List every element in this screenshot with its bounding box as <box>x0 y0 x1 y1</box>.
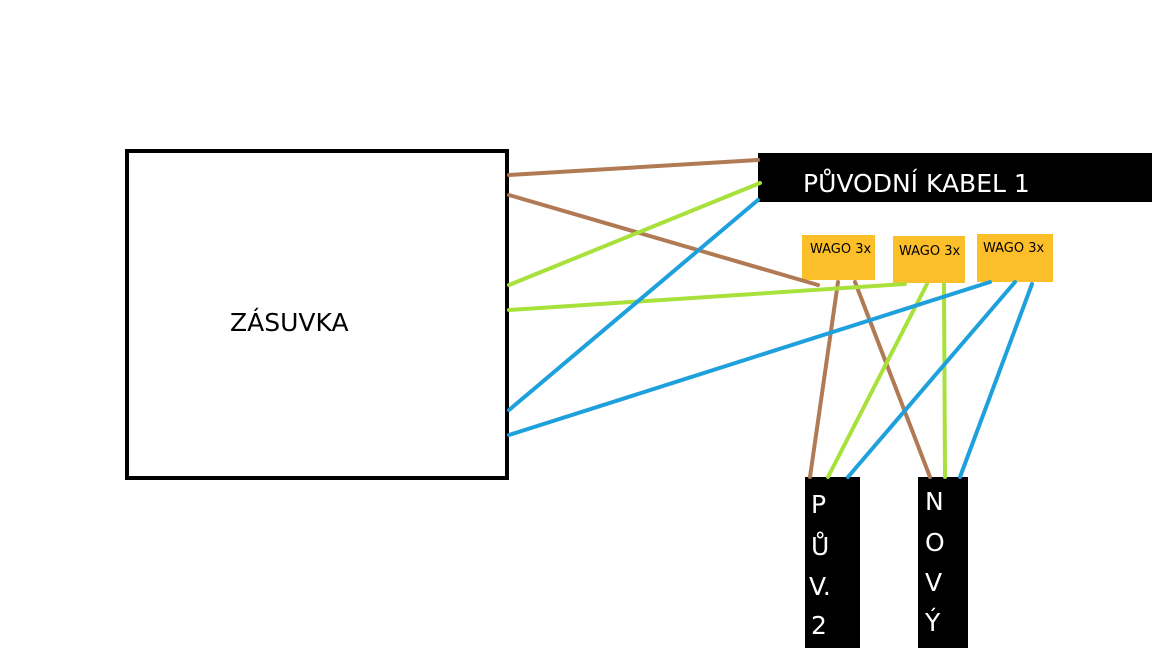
original-cable-2-char-4: 2 <box>811 611 827 640</box>
original-cable-1-label: PŮVODNÍ KABEL 1 <box>803 168 1030 198</box>
wire-brown-wago-1-to-original-2 <box>808 280 840 479</box>
new-cable-char-3: V <box>925 568 942 597</box>
original-cable-2-char-3: V. <box>809 572 831 601</box>
wire-green-socket-to-original-1 <box>507 181 762 287</box>
wire-blue-socket-to-original-1 <box>507 198 760 412</box>
original-cable-2-bar <box>805 477 860 648</box>
wago-connector-2 <box>893 236 965 283</box>
new-cable-bar <box>918 477 968 648</box>
wire-brown-wago-1-to-new <box>853 280 932 479</box>
original-cable-2-char-2: Ů <box>811 531 829 561</box>
original-cable-1-bar <box>758 153 1152 202</box>
wago-connector-3 <box>977 234 1053 282</box>
wago-connector-2-label: WAGO 3x <box>899 244 961 259</box>
wire-green-socket-to-wago-2 <box>507 282 907 312</box>
socket-box <box>125 149 509 480</box>
socket-label: ZÁSUVKA <box>230 308 349 337</box>
new-cable-char-2: O <box>925 528 945 557</box>
original-cable-2-char-1: P <box>811 490 826 519</box>
wire-blue-wago-3-to-original-2 <box>846 280 1017 479</box>
wires <box>507 158 1034 479</box>
wire-green-wago-2-to-new <box>942 282 947 479</box>
wire-green-wago-2-to-original-2 <box>826 282 929 479</box>
wire-blue-socket-to-wago-3 <box>507 280 992 437</box>
wago-connector-1 <box>802 235 875 280</box>
wago-connector-1-label: WAGO 3x <box>810 242 872 257</box>
wire-blue-wago-3-to-new <box>958 282 1034 479</box>
wire-brown-socket-to-original-1 <box>507 158 760 177</box>
new-cable-char-4: Ý <box>924 608 941 637</box>
wago-connector-3-label: WAGO 3x <box>983 241 1045 256</box>
new-cable-char-1: N <box>925 487 944 516</box>
wire-brown-socket-to-wago-1 <box>507 193 820 287</box>
